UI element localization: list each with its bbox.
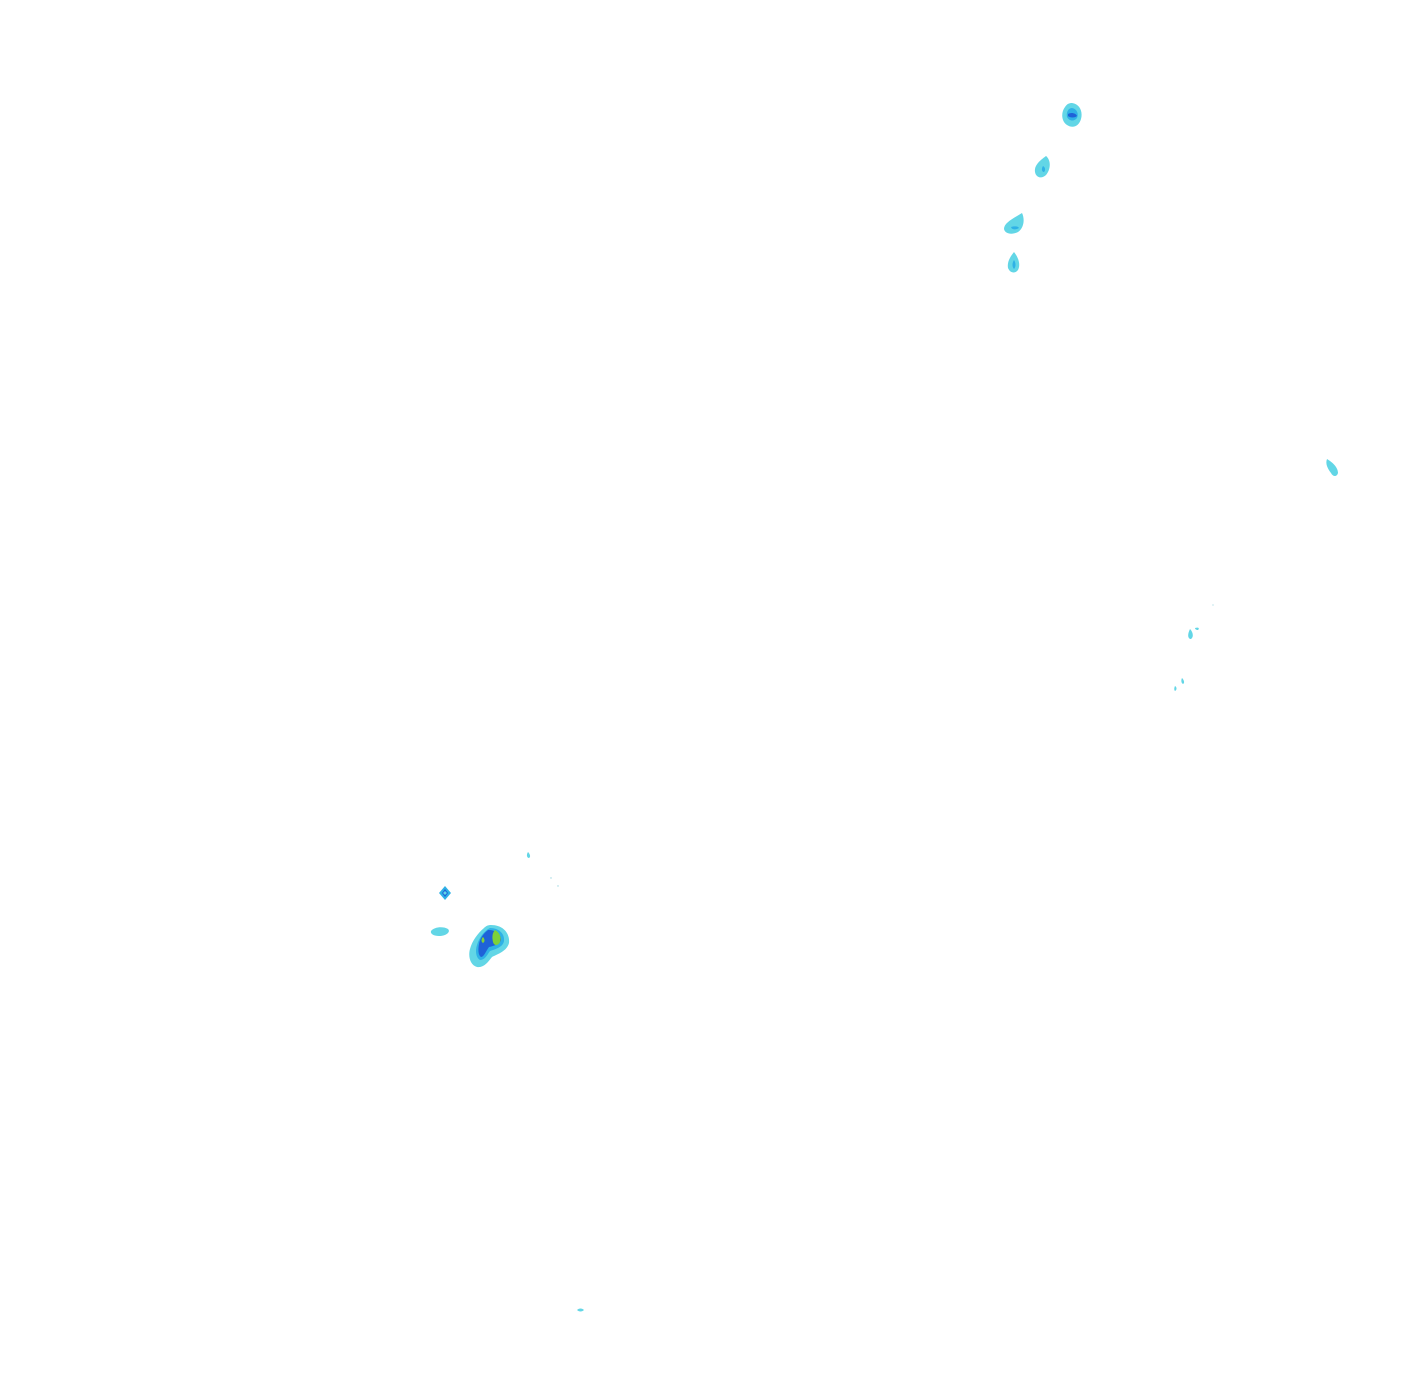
- contour-level-1: [1326, 459, 1338, 476]
- cell-right-edge: [1326, 459, 1338, 476]
- contour-level-1: [1004, 213, 1024, 234]
- cell-bottom-tiny: [577, 1308, 584, 1312]
- cell-lower-left-small: [430, 927, 449, 936]
- contour-level-1: [1034, 156, 1050, 178]
- contour-level-2: [1011, 226, 1019, 230]
- contour-level-1: [1181, 678, 1185, 684]
- cell-top-3: [1004, 213, 1024, 234]
- cell-lower-left-diamond: [439, 886, 451, 900]
- contour-level-3: [1068, 112, 1077, 118]
- cell-lower-left-main: [469, 925, 510, 968]
- contour-level-4: [492, 930, 501, 945]
- contour-level-1: [526, 852, 531, 858]
- contour-level-1: [1174, 686, 1177, 691]
- contour-level-2: [1012, 260, 1016, 269]
- contour-level-1: [1195, 627, 1199, 630]
- cell-top-2: [1034, 156, 1050, 178]
- cell-right-small: [1174, 604, 1214, 691]
- contour-level-1: [1188, 629, 1193, 639]
- cell-lower-left-tiny: [526, 852, 559, 887]
- contour-level-4: [481, 937, 485, 943]
- cell-top-1: [1062, 103, 1082, 127]
- contour-level-1: [443, 891, 447, 895]
- contour-level-1: [430, 927, 449, 936]
- contour-level-1: [577, 1308, 584, 1312]
- contour-level-2: [1041, 166, 1046, 172]
- cell-top-4: [1007, 252, 1020, 273]
